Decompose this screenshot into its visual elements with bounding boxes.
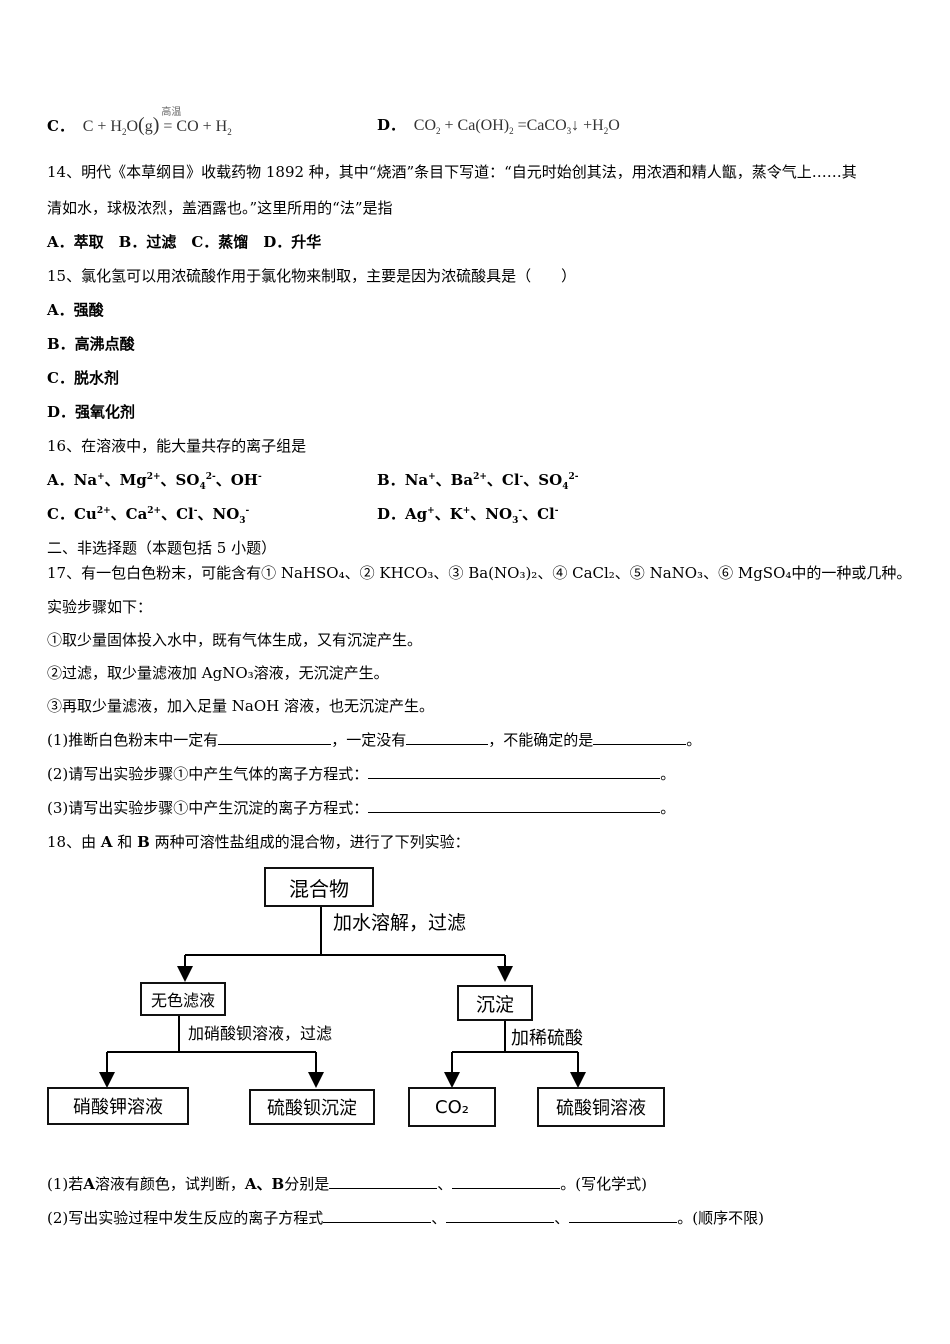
q13-d-equation: CO2 + Ca(OH)2 =CaCO3↓ +H2O [409,117,620,137]
step2-label: 加硝酸钡溶液，过滤 [188,1024,333,1043]
q13-c-label: C． [47,117,74,135]
q18-stem-b: 和 [117,833,133,851]
kno3-box: 硝酸钾溶液 [47,1087,189,1125]
mixture-box: 混合物 [264,867,374,907]
q16-c-label: C． [47,505,74,523]
q17-sub1-text-d: 。 [686,731,702,749]
q16-option-a: A．Na+、Mg2+、SO42-、OH- [47,471,262,492]
q17-sub2: (2)请写出实验步骤①中产生气体的离子方程式： 。 [47,764,675,784]
q15-option-a: A．强酸 [47,301,104,319]
answer-blank[interactable] [368,764,661,779]
q18-sub1: (1)若A溶液有颜色，试判断，A、B分别是 、 。(写化学式) [47,1174,647,1194]
q17-steps-title: 实验步骤如下： [47,598,153,616]
step3-label: 加稀硫酸 [511,1028,583,1049]
q18-stem-c: 两种可溶性盐组成的混合物，进行了下列实验： [154,833,470,851]
q18-sub2-text-a: (2)写出实验过程中发生反应的离子方程式 [47,1209,324,1227]
answer-blank[interactable] [218,730,332,745]
q18-sub2-sep: 、 [554,1209,570,1227]
baso4-box: 硫酸钡沉淀 [249,1089,375,1125]
section-heading: 二、非选择题（本题包括 5 小题） [47,539,277,557]
q18-sub1-sep: 、 [437,1175,453,1193]
q17-step-1: ①取少量固体投入水中，既有气体生成，又有沉淀产生。 [47,631,423,649]
q15-option-b: B．高沸点酸 [47,335,135,353]
q16-option-b: B．Na+、Ba2+、Cl-、SO42- [377,471,579,492]
filtrate-box: 无色滤液 [140,982,226,1016]
q17-step-3: ③再取少量滤液，加入足量 NaOH 溶液，也无沉淀产生。 [47,697,434,715]
q13-option-d: D． CO2 + Ca(OH)2 =CaCO3↓ +H2O [377,115,620,136]
q13-d-label: D． [377,116,406,134]
precipitate-box: 沉淀 [457,985,533,1021]
answer-blank[interactable] [323,1208,432,1223]
q16-stem: 16、在溶液中，能大量共存的离子组是 [47,437,307,455]
q13-option-c: C． C + H2O(g) 高温= CO + H2 [47,107,232,137]
q18-sub1-text-a: (1)若 [47,1175,84,1193]
q18-sub1-A: A [83,1175,95,1193]
q18-sub1-AB: A、B [244,1175,285,1193]
step1-label: 加水溶解，过滤 [333,912,467,934]
q16-d-label: D． [377,505,406,523]
q17-sub2-text: (2)请写出实验步骤①中产生气体的离子方程式： [47,765,369,783]
co2-box: CO₂ [408,1087,496,1127]
q18-stem: 18、由 A 和 B 两种可溶性盐组成的混合物，进行了下列实验： [47,832,470,852]
q18-stem-A: A [100,833,113,851]
q13-c-equation: C + H2O(g) 高温= CO + H2 [79,107,232,137]
answer-blank[interactable] [406,730,489,745]
q16-a-label: A． [47,471,74,489]
cuso4-box: 硫酸铜溶液 [537,1087,665,1127]
q18-sub1-text-c: 分别是 [284,1175,330,1193]
q14-options: A．萃取 B．过滤 C．蒸馏 D．升华 [47,233,322,251]
q18-sub2-sep: 、 [431,1209,447,1227]
q17-sub1-text-b: ，一定没有 [331,731,407,749]
q18-sub2-text-d: 。(顺序不限) [677,1209,764,1227]
q16-option-d: D．Ag+、K+、NO3-、Cl- [377,505,559,526]
q16-option-c: C．Cu2+、Ca2+、Cl-、NO3- [47,505,250,526]
q14-stem-line2: 清如水，球极浓烈，盖酒露也。”这里所用的“法”是指 [47,199,393,217]
q17-step-2: ②过滤，取少量滤液加 AgNO₃溶液，无沉淀产生。 [47,664,389,682]
answer-blank[interactable] [368,798,661,813]
q15-option-c: C．脱水剂 [47,369,119,387]
q17-stem: 17、有一包白色粉末，可能含有① NaHSO₄、② KHCO₃、③ Ba(NO₃… [47,564,912,582]
q18-sub1-text-d: 。(写化学式) [560,1175,647,1193]
q18-stem-B: B [137,833,150,851]
answer-blank[interactable] [446,1208,555,1223]
q15-option-d: D．强氧化剂 [47,403,136,421]
q18-sub2: (2)写出实验过程中发生反应的离子方程式 、 、 。(顺序不限) [47,1208,764,1228]
q17-sub2-end: 。 [660,765,676,783]
answer-blank[interactable] [329,1174,438,1189]
q18-stem-a: 18、由 [47,833,97,851]
answer-blank[interactable] [593,730,687,745]
answer-blank[interactable] [452,1174,561,1189]
q13-c-condition: 高温 [161,107,182,118]
q14-stem-line1: 14、明代《本草纲目》收载药物 1892 种，其中“烧酒”条目下写道：“自元时始… [47,163,857,181]
q15-stem: 15、氯化氢可以用浓硫酸作用于氯化物来制取，主要是因为浓硫酸具是（ ） [47,267,577,285]
q17-sub3-text: (3)请写出实验步骤①中产生沉淀的离子方程式： [47,799,369,817]
q17-sub3-end: 。 [660,799,676,817]
q17-sub1-text-c: ，不能确定的是 [488,731,594,749]
q17-sub3: (3)请写出实验步骤①中产生沉淀的离子方程式： 。 [47,798,675,818]
q18-sub1-text-b: 溶液有颜色，试判断， [94,1175,245,1193]
q17-sub1-text-a: (1)推断白色粉末中一定有 [47,731,219,749]
q17-sub1: (1)推断白色粉末中一定有 ，一定没有 ，不能确定的是 。 [47,730,701,750]
q16-b-label: B． [377,471,405,489]
answer-blank[interactable] [569,1208,678,1223]
